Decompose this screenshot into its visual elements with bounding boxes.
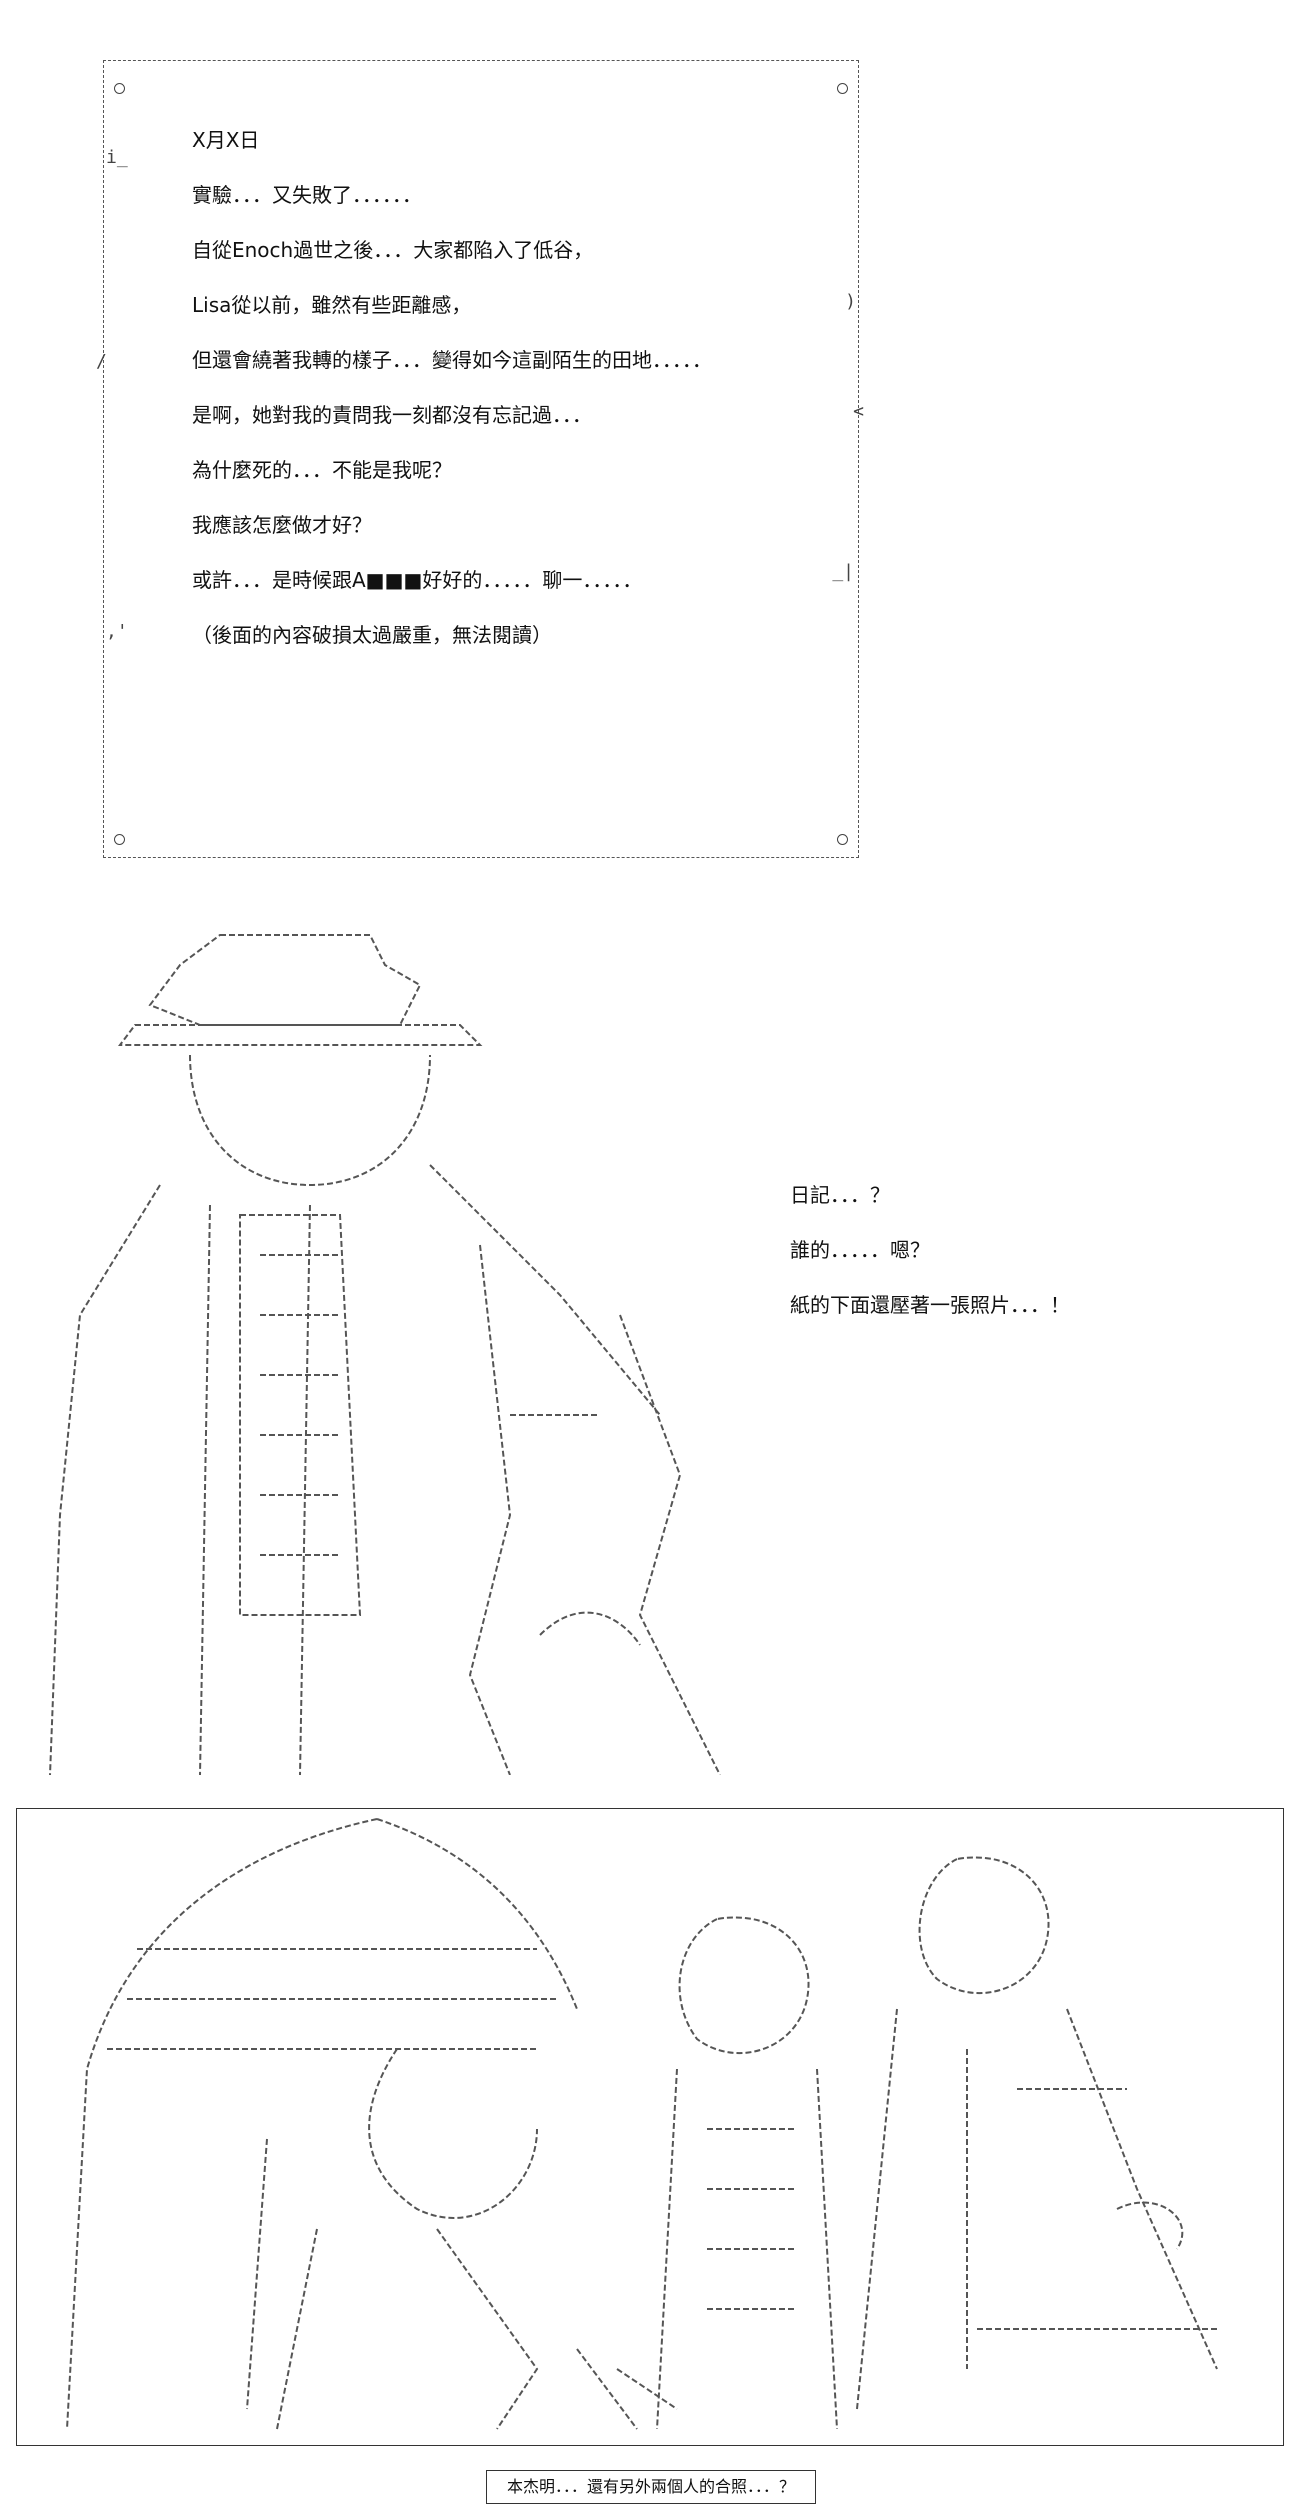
photo-caption: 本杰明．．．還有另外兩個人的合照．．．？	[486, 2470, 816, 2504]
diary-line: 實驗．．．又失敗了．．．．．．	[192, 183, 422, 207]
torn-edge-mark: ,'	[106, 621, 128, 642]
ascii-art-character-figure	[40, 915, 740, 1775]
diary-line: 或許．．．是時候跟A■■■好好的．．．．．聊一．．．．．	[192, 568, 643, 592]
diary-line: Lisa從以前，雖然有些距離感，	[192, 293, 472, 317]
torn-edge-mark: _|	[832, 561, 854, 582]
diary-line: 自從Enoch過世之後．．．大家都陷入了低谷，	[192, 238, 594, 262]
diary-line: 是啊，她對我的責問我一刻都沒有忘記過．．．	[192, 403, 592, 427]
corner-ring-icon	[837, 83, 848, 94]
torn-edge-mark: i_	[106, 147, 128, 168]
reaction-line: 日記．．．？	[790, 1183, 890, 1207]
diary-line: 我應該怎麼做才好？	[192, 513, 372, 537]
reaction-line: 誰的．．．．．嗯？	[790, 1238, 930, 1262]
diary-page: i_ / ,' ) < _| X月X日 實驗．．．又失敗了．．．．．． 自從En…	[96, 60, 864, 858]
corner-ring-icon	[114, 834, 125, 845]
diary-line: 但還會繞著我轉的樣子．．．變得如今這副陌生的田地．．．．．	[192, 348, 712, 372]
torn-edge-mark: /	[96, 351, 107, 372]
diary-line: X月X日	[192, 128, 260, 152]
diary-line: 為什麼死的．．．不能是我呢？	[192, 458, 452, 482]
ascii-art-group-photo	[66, 1818, 1218, 2430]
torn-edge-mark: <	[853, 401, 864, 422]
corner-ring-icon	[837, 834, 848, 845]
photo-panel	[16, 1808, 1284, 2446]
torn-edge-mark: )	[845, 291, 856, 312]
corner-ring-icon	[114, 83, 125, 94]
reaction-line: 紙的下面還壓著一張照片．．．！	[790, 1293, 1070, 1317]
diary-line: （後面的內容破損太過嚴重，無法閱讀）	[192, 623, 552, 647]
